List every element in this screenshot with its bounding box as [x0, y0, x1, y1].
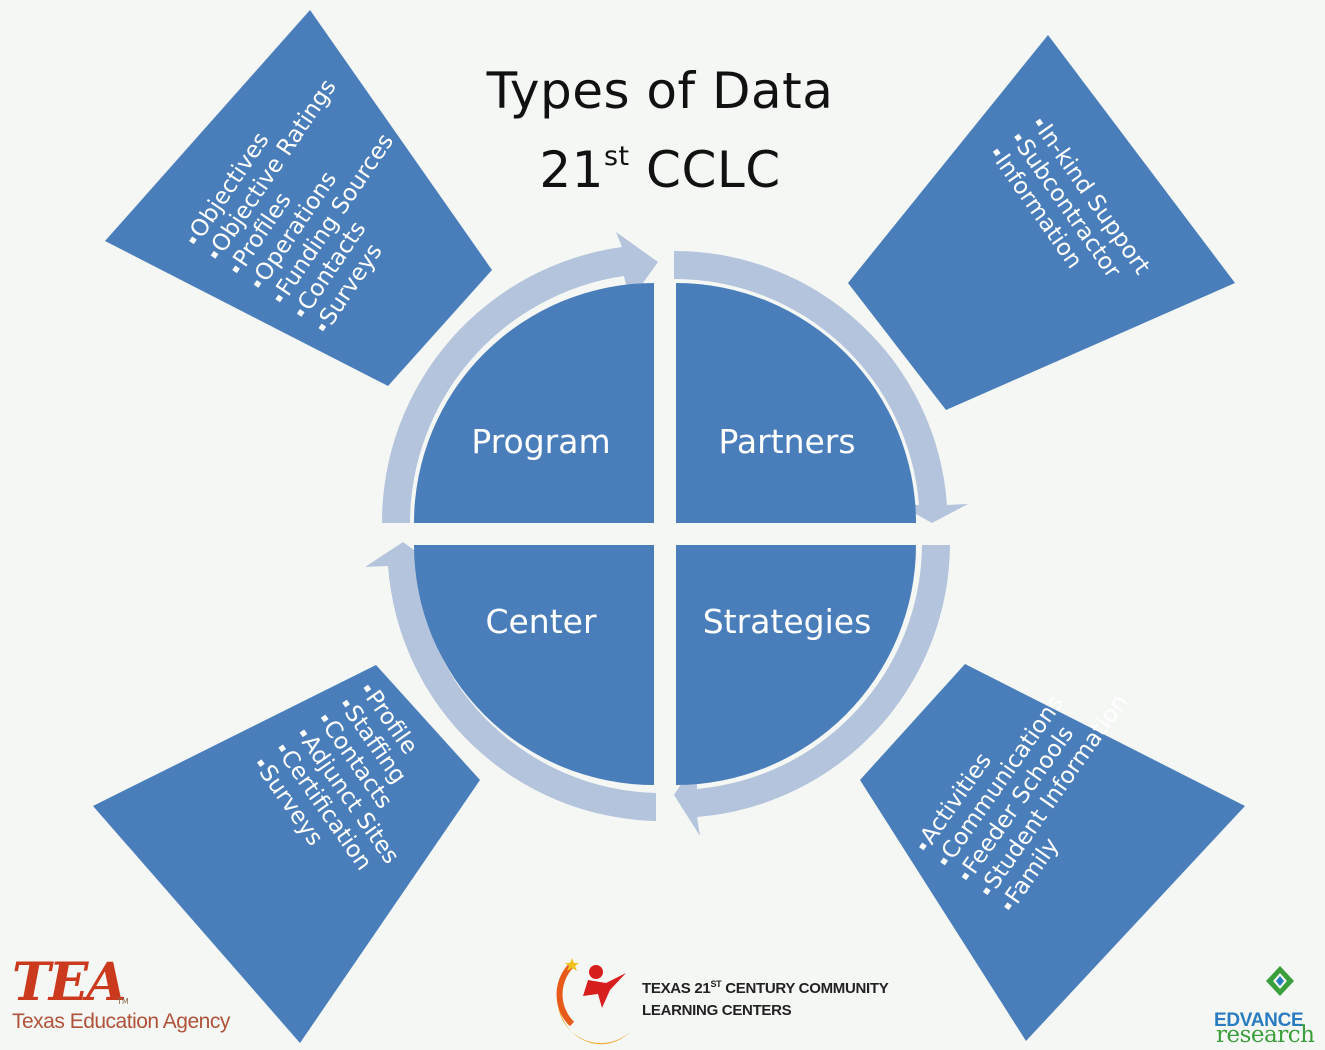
partners-quadrant	[676, 283, 916, 523]
tea-trademark: TM	[117, 997, 129, 1006]
cclc-logo-icon	[556, 958, 630, 1045]
arrow-bottom-left	[365, 542, 656, 821]
center-panel	[93, 665, 480, 1043]
strategies-panel	[860, 664, 1245, 1041]
title-line-1: Types of Data	[486, 62, 834, 120]
program-quadrant	[414, 283, 654, 523]
diagram-title: Types of Data 21st CCLC	[430, 58, 890, 203]
center-label: Center	[485, 602, 597, 641]
cycle-ring	[365, 232, 968, 836]
tea-name: Texas Education Agency	[12, 1010, 230, 1033]
edvance-sub: research	[1216, 1022, 1315, 1048]
program-label: Program	[471, 422, 611, 461]
cclc-line-1: TEXAS 21ST CENTURY COMMUNITY	[642, 979, 889, 997]
title-line-2: 21st CCLC	[539, 141, 781, 199]
center-circle	[414, 283, 916, 785]
partners-label: Partners	[718, 422, 856, 461]
strategies-label: Strategies	[702, 602, 872, 641]
edvance-logo-icon	[1266, 966, 1294, 996]
arrow-bottom-right	[674, 545, 950, 836]
partners-panel	[848, 35, 1235, 410]
program-panel	[105, 10, 492, 386]
tea-logo: TEA	[12, 952, 127, 1013]
cclc-logo-text: TEXAS 21ST CENTURY COMMUNITY LEARNING CE…	[642, 973, 889, 1022]
arrow-top-right	[674, 250, 968, 523]
strategies-quadrant	[676, 545, 916, 785]
center-quadrant	[414, 545, 654, 785]
arrow-top-left	[381, 232, 658, 523]
edvance-name: EDVANCE	[1214, 1010, 1304, 1031]
cclc-line-2: LEARNING CENTERS	[642, 1002, 792, 1019]
